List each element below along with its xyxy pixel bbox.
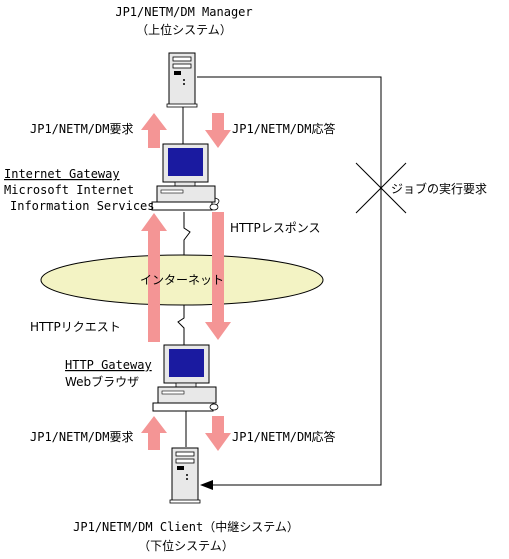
job-request-label: ジョブの実行要求 (391, 181, 487, 196)
http-response-arrow (205, 212, 231, 340)
job-request-arrowhead (200, 480, 213, 490)
client-server-icon (169, 447, 201, 504)
http-response-label: HTTPレスポンス (230, 221, 320, 235)
http-request-arrow (141, 213, 167, 342)
http-request-label: HTTPリクエスト (30, 320, 121, 334)
job-request-line (197, 76, 382, 486)
manager-server-icon (166, 52, 198, 108)
link-gateway-internet-top (183, 212, 191, 262)
internet-gateway-line1: Microsoft Internet (4, 183, 134, 197)
link-internet-gateway-bottom (177, 300, 185, 346)
internet-gateway-pc-icon (151, 143, 220, 211)
top-request-label: JP1/NETM/DM要求 (30, 122, 133, 136)
blocked-cross-b (355, 162, 407, 214)
http-gateway-line1: Webブラウザ (65, 374, 139, 389)
bottom-request-arrow (141, 416, 167, 450)
bottom-response-arrow (205, 416, 231, 451)
internet-gateway-title: Internet Gateway (4, 167, 120, 181)
http-gateway-pc-icon (152, 344, 219, 412)
bottom-request-label: JP1/NETM/DM要求 (30, 430, 133, 444)
manager-sub: （上位システム） (136, 22, 232, 37)
client-name: JP1/NETM/DM Client（中継システム） (73, 519, 299, 534)
internet-label: インターネット (140, 273, 224, 287)
internet-gateway-line2: Information Services (10, 199, 155, 213)
client-sub: （下位システム） (138, 538, 234, 553)
top-request-arrow (141, 113, 167, 148)
top-response-label: JP1/NETM/DM応答 (232, 121, 335, 136)
internet-cloud (40, 254, 324, 306)
top-response-arrow (205, 113, 231, 148)
manager-name: JP1/NETM/DM Manager (115, 5, 252, 19)
bottom-response-label: JP1/NETM/DM応答 (232, 429, 335, 444)
http-gateway-title: HTTP Gateway (65, 358, 152, 372)
